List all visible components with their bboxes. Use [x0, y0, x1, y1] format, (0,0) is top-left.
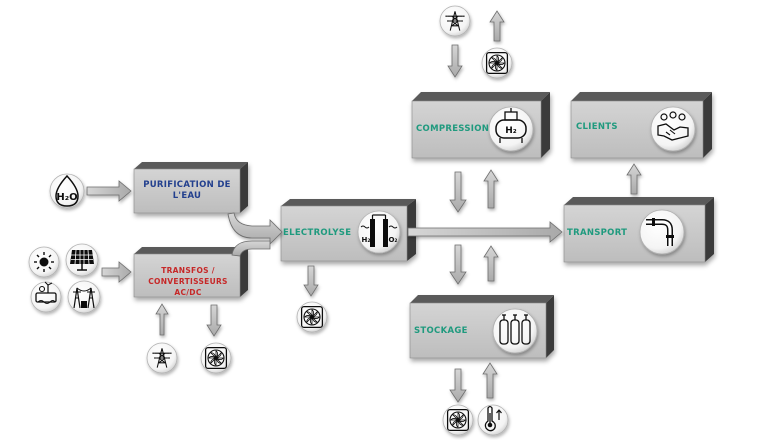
transfos-label-line2: CONVERTISSEURS AC/DC — [148, 277, 228, 297]
arrow-down-compression-to-line — [449, 171, 467, 213]
transport-label: TRANSPORT — [567, 228, 628, 238]
arrow-up-compression-power — [489, 10, 505, 42]
arrow-water-to-purification — [86, 180, 132, 202]
arrow-down-storage-to-fan — [449, 368, 467, 403]
sun-icon — [28, 246, 60, 278]
stockage-label: STOCKAGE — [414, 326, 468, 336]
power-pylon-icon — [439, 5, 471, 37]
electrolyser-icon: H₂ O₂ — [357, 210, 401, 254]
power-grid-icon — [67, 280, 101, 314]
arrow-up-storage-to-compression — [483, 169, 499, 209]
electrolyse-label: ELECTROLYSE — [283, 228, 352, 238]
handshake-icon — [650, 106, 696, 152]
purification-label: PURIFICATION DE L'EAU — [136, 180, 238, 202]
box-transfos — [133, 247, 248, 298]
solar-panel-icon — [65, 243, 99, 277]
transfos-label: TRANSFOS / CONVERTISSEURS AC/DC — [134, 265, 242, 298]
cooling-fan-icon — [442, 404, 474, 436]
purification-label-line1: PURIFICATION DE — [143, 180, 231, 190]
arrow-up-transport-to-clients — [626, 163, 642, 195]
cooling-fan-icon — [296, 301, 328, 333]
thermometer-icon — [477, 404, 509, 436]
arrow-transfos-to-electrolyse — [231, 240, 271, 257]
arrow-down-transfos-fan — [206, 304, 222, 337]
arrow-purification-to-electrolyse — [227, 212, 283, 245]
svg-text:H₂: H₂ — [362, 236, 371, 244]
water-drop-icon: H₂O — [49, 173, 85, 209]
compression-label: COMPRESSION — [416, 124, 490, 134]
arrow-electrolyse-to-transport — [407, 221, 563, 243]
arrow-up-transfos-power — [155, 303, 169, 336]
cooling-fan-icon — [481, 47, 513, 79]
arrow-sources-to-transfos — [101, 261, 132, 283]
svg-text:H₂O: H₂O — [56, 192, 77, 203]
svg-text:O₂: O₂ — [388, 236, 397, 244]
svg-text:H₂: H₂ — [505, 126, 517, 136]
box-purification — [133, 162, 248, 214]
hydro-turbine-icon — [30, 281, 62, 313]
arrow-down-line-to-storage — [449, 244, 467, 285]
power-pylon-icon — [146, 342, 178, 374]
arrow-up-temperature-to-storage — [482, 362, 498, 399]
gas-bottles-icon — [492, 308, 538, 354]
arrow-down-electrolyse-fan — [303, 265, 319, 297]
arrow-up-storage-to-electrolyse-line — [483, 245, 499, 282]
transfos-label-line1: TRANSFOS / — [161, 266, 215, 275]
pipe-icon — [639, 209, 685, 255]
box-transport — [563, 197, 714, 263]
clients-label: CLIENTS — [576, 122, 618, 132]
hydrogen-tank-icon: H₂ — [488, 106, 534, 152]
purification-label-line2: L'EAU — [172, 191, 202, 201]
cooling-fan-icon — [200, 342, 232, 374]
arrow-down-power-to-compression — [447, 44, 463, 78]
